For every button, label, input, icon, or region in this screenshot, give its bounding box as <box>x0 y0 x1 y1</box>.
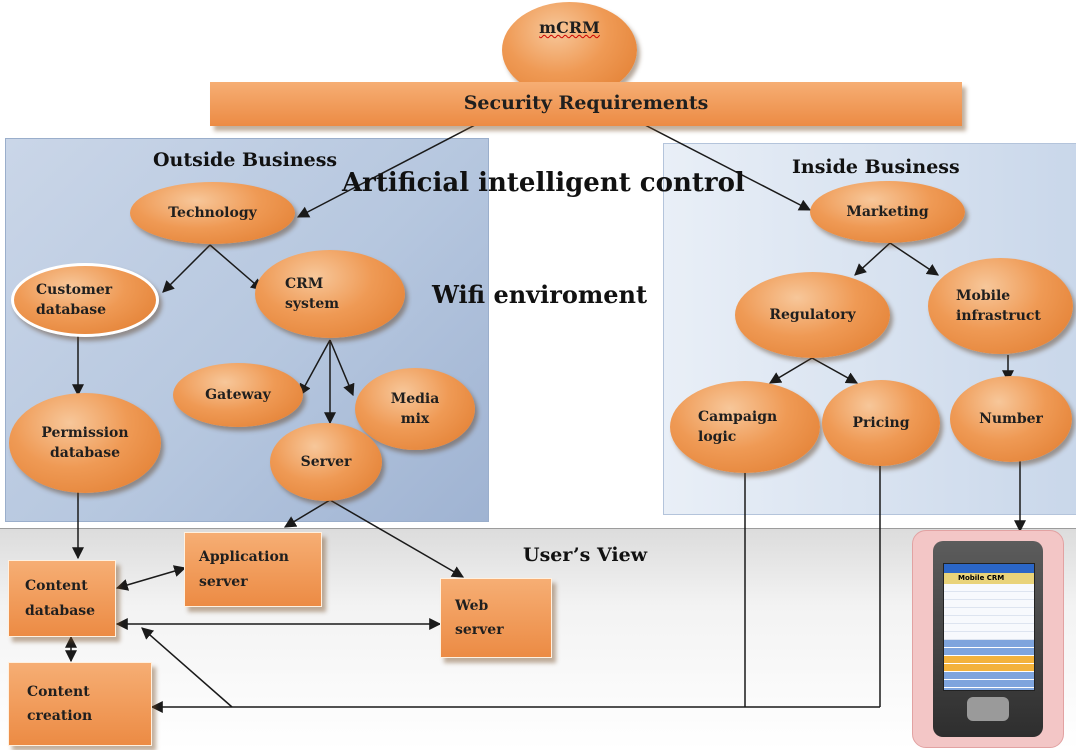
content-database-line2: database <box>25 602 96 619</box>
arrow-technology-crm <box>209 244 263 291</box>
permission-database-line1: Permission <box>41 424 129 441</box>
mobile-infrastruct-line2: infrastruct <box>956 308 1041 324</box>
crm-system-node: CRM system <box>255 250 405 338</box>
media-mix-line1: Media <box>390 390 440 407</box>
content-database-box: Content database <box>8 560 116 637</box>
web-server-box: Web server <box>440 578 552 658</box>
customer-database-line1: Customer <box>36 281 113 298</box>
inside-business-label: Inside Business <box>792 156 960 178</box>
arrow-content-appserver <box>115 565 187 591</box>
outside-business-label: Outside Business <box>153 149 338 171</box>
content-creation-line1: Content <box>27 683 90 700</box>
arrow-regulatory-pricing <box>811 357 859 384</box>
pricing-label: Pricing <box>852 414 910 431</box>
application-server-box: Application server <box>184 532 322 607</box>
customer-database-node: Customer database <box>11 263 159 337</box>
wifi-label: Wifi enviroment <box>432 280 648 309</box>
pricing-node: Pricing <box>822 380 940 466</box>
content-creation-line2: creation <box>27 708 93 724</box>
arrow-security-technology <box>296 124 476 218</box>
regulatory-node: Regulatory <box>735 272 890 358</box>
users-view-label: User’s View <box>523 544 648 566</box>
phone-screen: Mobile CRM <box>943 563 1035 691</box>
crm-system-line2: system <box>285 296 340 312</box>
customer-database-line2: database <box>36 302 107 318</box>
arrow-regulatory-campaign <box>768 357 813 384</box>
crm-system-line1: CRM <box>285 275 324 292</box>
arrow-server-appserver <box>283 499 331 528</box>
number-node: Number <box>950 376 1072 462</box>
arrow-security-marketing <box>644 124 812 211</box>
permission-database-line2: database <box>49 445 121 461</box>
mobile-phone-image: Mobile CRM <box>912 530 1064 748</box>
security-requirements-label: Security Requirements <box>463 92 709 115</box>
media-mix-node: Media mix <box>355 368 475 450</box>
server-node: Server <box>270 423 382 501</box>
gateway-node: Gateway <box>173 363 303 427</box>
arrow-marketing-mobile <box>889 242 939 276</box>
technology-label: Technology <box>168 204 257 221</box>
regulatory-label: Regulatory <box>769 306 856 323</box>
application-server-line1: Application <box>199 549 289 565</box>
arrow-crm-media <box>329 339 355 397</box>
content-database-line1: Content <box>25 578 88 594</box>
media-mix-line2: mix <box>400 411 430 427</box>
web-server-line2: server <box>455 622 504 638</box>
mobile-infrastruct-node: Mobile infrastruct <box>928 258 1073 354</box>
phone-body: Mobile CRM <box>933 541 1043 737</box>
phone-screen-title: Mobile CRM <box>944 573 1034 584</box>
mobile-infrastruct-line1: Mobile <box>956 287 1011 304</box>
arrow-bus-contentdb <box>141 627 233 708</box>
campaign-logic-line2: logic <box>698 429 737 445</box>
ai-control-label: Artificial intelligent control <box>342 168 745 198</box>
campaign-logic-line1: Campaign <box>698 408 778 425</box>
technology-node: Technology <box>130 182 295 244</box>
gateway-label: Gateway <box>205 386 271 403</box>
application-server-line2: server <box>199 573 248 590</box>
security-requirements-bar: Security Requirements <box>210 82 962 126</box>
phone-keypad <box>967 697 1009 721</box>
arrow-marketing-regulatory <box>854 242 891 276</box>
marketing-node: Marketing <box>810 181 965 243</box>
web-server-line1: Web <box>455 597 489 614</box>
permission-database-node: Permission database <box>9 393 161 493</box>
server-label: Server <box>300 453 352 470</box>
arrow-server-webserver <box>329 499 465 578</box>
arrow-crm-gateway <box>299 339 331 397</box>
mcrm-label: mCRM <box>539 18 600 37</box>
number-label: Number <box>979 410 1043 427</box>
arrow-technology-customer <box>162 244 211 293</box>
marketing-label: Marketing <box>846 203 929 220</box>
content-creation-box: Content creation <box>8 662 152 746</box>
campaign-logic-node: Campaign logic <box>670 381 820 473</box>
